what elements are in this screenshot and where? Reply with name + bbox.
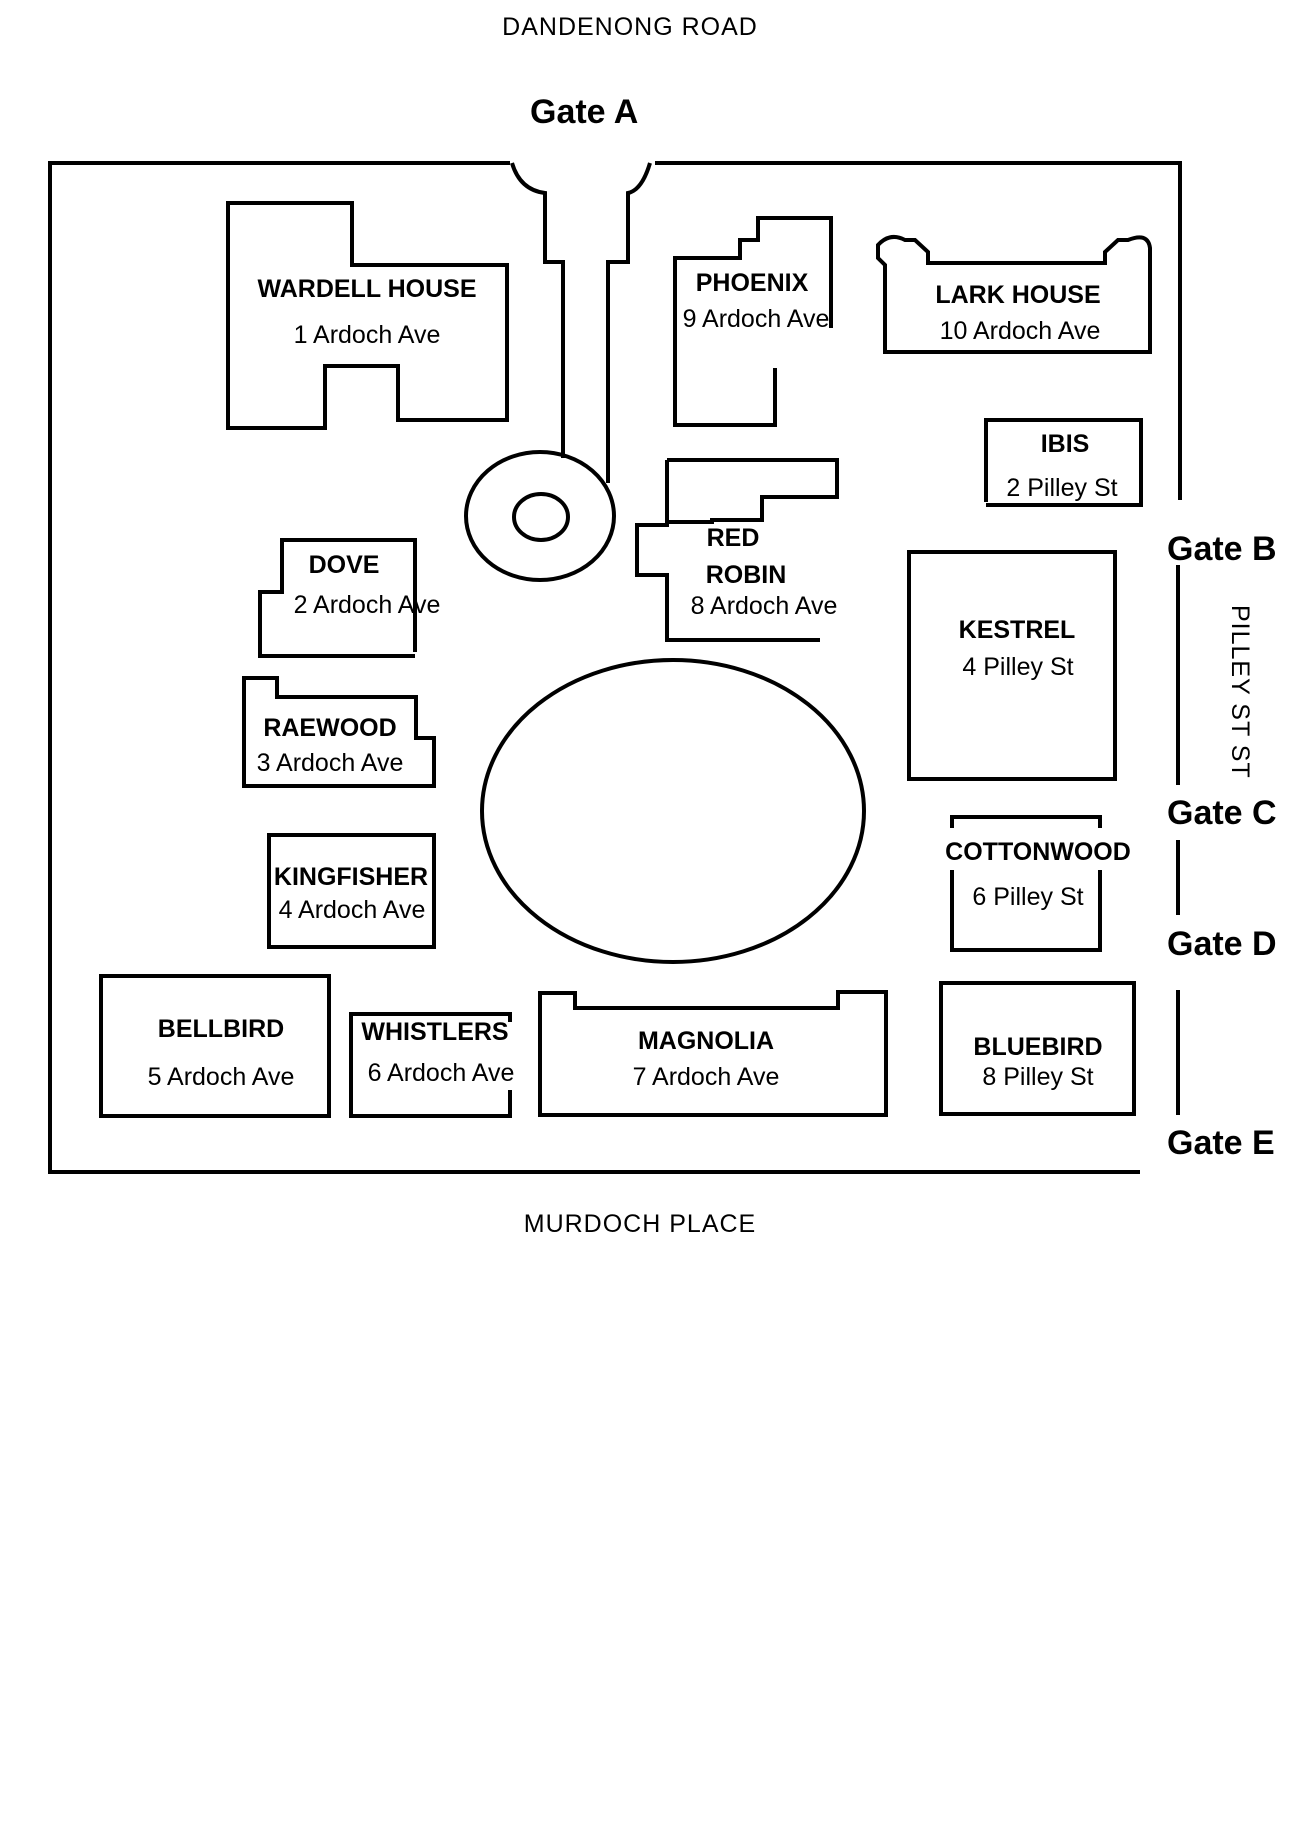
site-boundary (48, 161, 1182, 1174)
gate-d-label: Gate D (1167, 925, 1277, 963)
building-name: LARK HOUSE (935, 281, 1100, 309)
building-address: 8 Ardoch Ave (691, 592, 838, 620)
building-address: 8 Pilley St (982, 1063, 1093, 1091)
entrance-drive (464, 162, 652, 582)
building-whistlers: WHISTLERS 6 Ardoch Ave (349, 1012, 515, 1118)
building-address: 2 Ardoch Ave (294, 591, 441, 619)
building-red-robin: RED ROBIN 8 Ardoch Ave (635, 458, 839, 642)
building-kestrel: KESTREL 4 Pilley St (907, 550, 1117, 781)
building-bellbird: BELLBIRD 5 Ardoch Ave (99, 974, 331, 1118)
street-label-east: PILLEY ST ST (1226, 605, 1254, 779)
building-address: 10 Ardoch Ave (940, 317, 1101, 345)
building-address: 1 Ardoch Ave (294, 321, 441, 349)
building-address: 6 Ardoch Ave (368, 1059, 515, 1087)
building-name-line-2: ROBIN (706, 561, 787, 589)
building-name: KINGFISHER (274, 863, 428, 891)
building-address: 4 Pilley St (962, 653, 1073, 681)
building-phoenix: PHOENIX 9 Ardoch Ave (673, 216, 833, 427)
building-kingfisher: KINGFISHER 4 Ardoch Ave (267, 833, 436, 949)
building-name: COTTONWOOD (945, 838, 1131, 866)
gate-e-label: Gate E (1167, 1124, 1275, 1162)
building-dove: DOVE 2 Ardoch Ave (258, 538, 441, 658)
street-label-south: MURDOCH PLACE (524, 1210, 756, 1238)
building-address: 6 Pilley St (972, 883, 1083, 911)
building-raewood: RAEWOOD 3 Ardoch Ave (242, 676, 436, 788)
building-magnolia: MAGNOLIA 7 Ardoch Ave (538, 990, 888, 1117)
building-address: 2 Pilley St (1006, 474, 1117, 502)
building-lark-house: LARK HOUSE 10 Ardoch Ave (876, 234, 1152, 354)
street-label-north: DANDENONG ROAD (502, 13, 758, 41)
building-name: KESTREL (959, 616, 1076, 644)
building-name: MAGNOLIA (638, 1027, 774, 1055)
building-bluebird: BLUEBIRD 8 Pilley St (939, 981, 1136, 1116)
building-wardell-house: WARDELL HOUSE 1 Ardoch Ave (226, 201, 509, 430)
building-cottonwood: COTTONWOOD 6 Pilley St (945, 815, 1131, 952)
building-name: RED (707, 524, 760, 552)
gate-b-label: Gate B (1167, 530, 1277, 568)
building-address: 3 Ardoch Ave (257, 749, 404, 777)
building-address: 7 Ardoch Ave (633, 1063, 780, 1091)
building-ibis: IBIS 2 Pilley St (984, 418, 1143, 507)
building-name: WHISTLERS (361, 1018, 508, 1046)
building-name: IBIS (1041, 430, 1090, 458)
building-name: RAEWOOD (263, 714, 396, 742)
building-name: DOVE (309, 551, 380, 579)
building-name: BLUEBIRD (973, 1033, 1102, 1061)
gate-c-label: Gate C (1167, 794, 1277, 832)
building-name: BELLBIRD (158, 1015, 284, 1043)
building-address: 9 Ardoch Ave (683, 305, 830, 333)
building-address: 5 Ardoch Ave (148, 1063, 295, 1091)
building-name: PHOENIX (696, 269, 809, 297)
building-address: 4 Ardoch Ave (279, 896, 426, 924)
central-oval (480, 658, 866, 964)
building-name: WARDELL HOUSE (258, 275, 477, 303)
gate-a-label: Gate A (530, 93, 638, 131)
